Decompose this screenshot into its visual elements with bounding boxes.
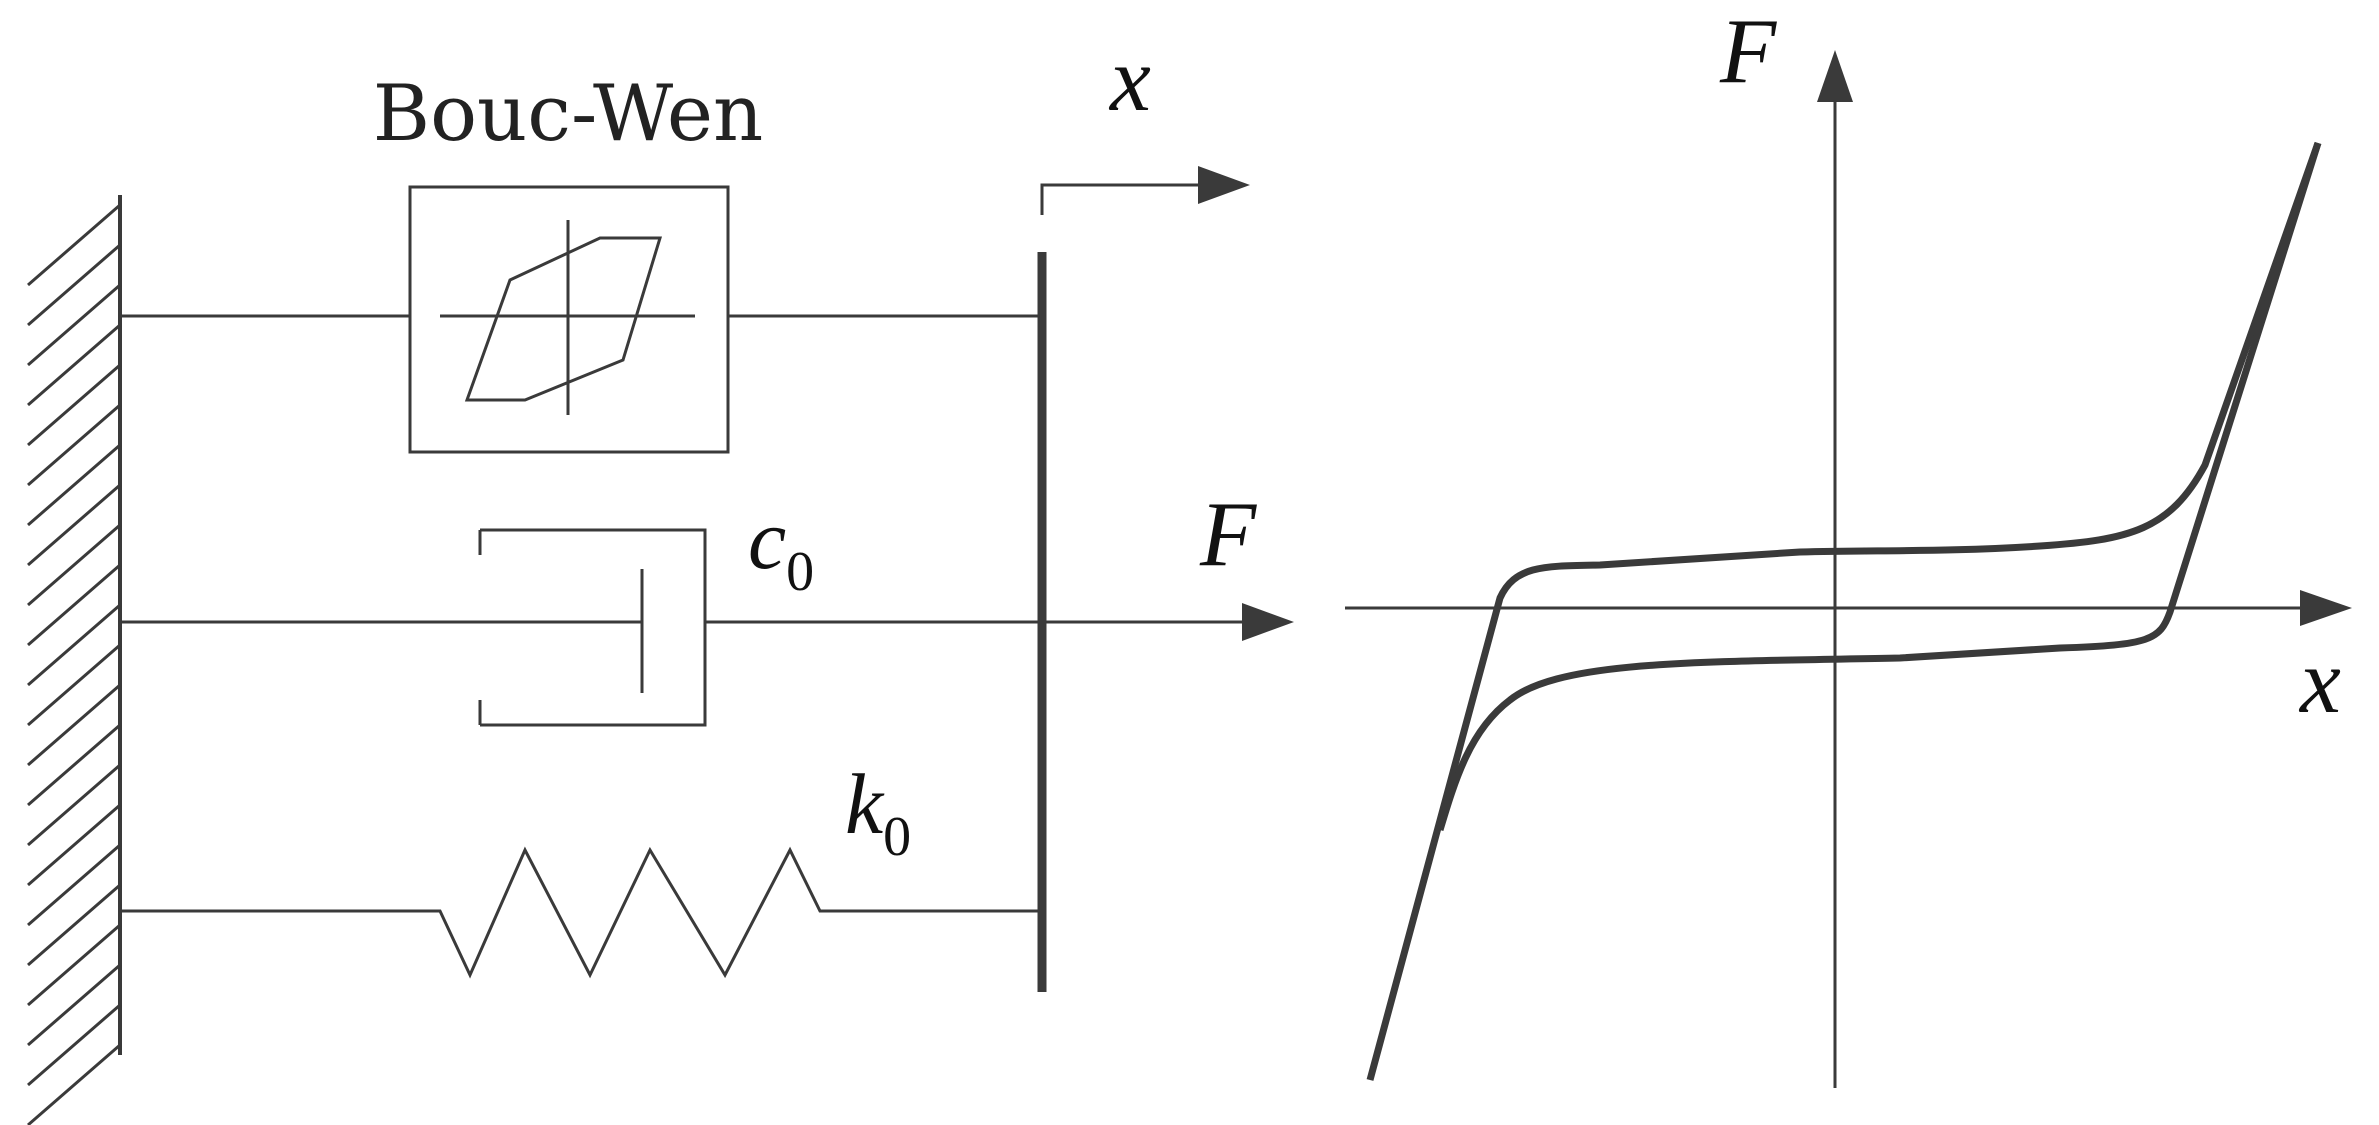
damper-label-subscript: 0 [786, 541, 814, 603]
spring-label-main: k [845, 756, 885, 852]
wall-hatch-line [27, 363, 121, 447]
wall-hatch-line [27, 283, 121, 367]
damper-cylinder [480, 528, 707, 727]
wall-hatch-line [27, 643, 121, 727]
wall-hatch-line [27, 803, 121, 887]
wall-hatch-line [27, 923, 121, 1007]
spring-label: k0 [845, 756, 911, 868]
wall-hatching [27, 203, 121, 1125]
spring-branch: k0 [120, 756, 1042, 979]
wall-hatch-line [27, 723, 121, 807]
displacement-arrowhead [1198, 166, 1250, 204]
force-label: F [1199, 483, 1257, 585]
wall-hatch-line [27, 963, 121, 1047]
model-schematic: Bouc-Wen c0 k0 F [27, 28, 1294, 1125]
hysteresis-upper-branch [1366, 141, 2322, 1081]
damper-branch: c0 [120, 491, 1042, 727]
damper-label-main: c [748, 491, 786, 587]
plot-x-axis-arrowhead [2300, 590, 2352, 626]
wall-hatch-line [27, 1003, 121, 1087]
wall-hatch-line [27, 563, 121, 647]
hysteresis-plot: F x [1345, 0, 2352, 1088]
spring-label-subscript: 0 [883, 806, 911, 868]
hysteresis-loop-icon [464, 236, 663, 402]
wall-hatch-line [27, 483, 121, 567]
plot-x-axis-label: x [2298, 630, 2341, 732]
fixed-wall [27, 195, 122, 1125]
displacement-arrow: x [1040, 28, 1250, 215]
bouc-wen-branch: Bouc-Wen [120, 69, 1042, 454]
wall-hatch-line [27, 323, 121, 407]
wall-hatch-line [27, 603, 121, 687]
wall-hatch-line [27, 883, 121, 967]
wall-hatch-line [27, 243, 121, 327]
force-arrow: F [1042, 483, 1294, 641]
wall-hatch-line [27, 1043, 121, 1125]
spring-zigzag [120, 846, 1042, 979]
bouc-wen-box [408, 185, 730, 454]
force-arrowhead [1242, 603, 1294, 641]
displacement-arrow-line [1040, 183, 1200, 215]
bouc-wen-label: Bouc-Wen [373, 69, 764, 159]
damper-label: c0 [748, 491, 814, 603]
displacement-label: x [1108, 28, 1151, 130]
wall-hatch-line [27, 443, 121, 527]
wall-hatch-line [27, 403, 121, 487]
hysteresis-lower-branch [1436, 141, 2322, 832]
plot-y-axis-label: F [1719, 0, 1777, 102]
wall-hatch-line [27, 523, 121, 607]
wall-hatch-line [27, 683, 121, 767]
wall-hatch-line [27, 763, 121, 847]
wall-hatch-line [27, 843, 121, 927]
plot-y-axis-arrowhead [1817, 50, 1853, 102]
wall-hatch-line [27, 203, 121, 287]
